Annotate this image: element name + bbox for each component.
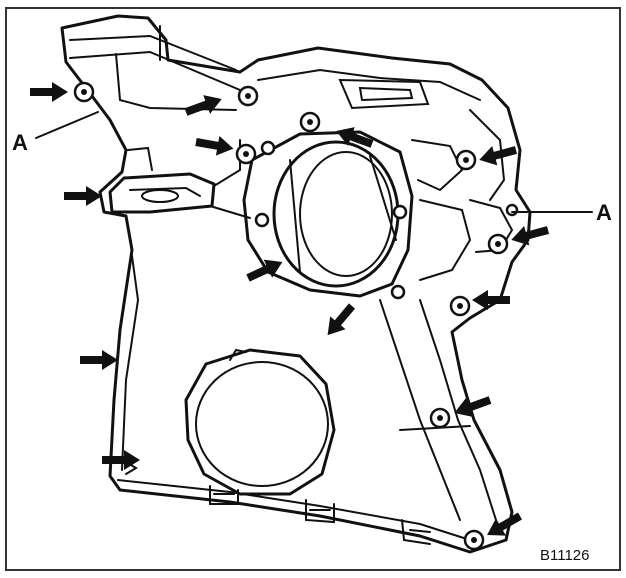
bolt-arrow-icon: [327, 303, 356, 336]
bolt-arrow-icon: [479, 146, 518, 166]
bolt-boss: [237, 85, 259, 107]
bolt-boss: [487, 233, 509, 255]
bolt-arrow-icon: [487, 512, 522, 536]
callout-leader-left: [35, 111, 99, 139]
bolt-arrow-icon: [472, 290, 510, 310]
bolt-arrow-icon: [511, 226, 550, 246]
figure-id: B11126: [540, 547, 590, 564]
bolt-boss: [235, 143, 257, 165]
bolt-arrows: [30, 82, 550, 536]
bolt-holes: [73, 81, 519, 551]
bolt-boss: [254, 212, 270, 228]
lower-seal-bore: [184, 348, 336, 496]
bolt-arrow-icon: [246, 259, 283, 282]
bolt-boss: [449, 295, 471, 317]
callout-label-right: A: [596, 200, 612, 225]
bolt-boss: [429, 407, 451, 429]
bolt-boss: [73, 81, 95, 103]
bolt-boss: [299, 111, 321, 133]
bolt-boss: [390, 284, 406, 300]
bolt-boss: [392, 204, 408, 220]
bolt-arrow-icon: [336, 127, 374, 148]
cover-outline: [60, 14, 532, 554]
callout-label-left: A: [12, 130, 28, 155]
bolt-arrow-icon: [64, 186, 102, 206]
bolt-boss: [505, 203, 519, 217]
bolt-boss: [260, 140, 276, 156]
bolt-arrow-icon: [184, 95, 222, 116]
bolt-boss: [463, 529, 485, 551]
upper-seal-bore: [242, 130, 414, 298]
bolt-boss: [455, 149, 477, 171]
bolt-arrow-icon: [454, 396, 492, 417]
bolt-arrow-icon: [102, 450, 140, 470]
bolt-arrow-icon: [195, 135, 234, 156]
bolt-arrow-icon: [80, 350, 118, 370]
bolt-arrow-icon: [30, 82, 68, 102]
figure-frame: [5, 7, 621, 571]
